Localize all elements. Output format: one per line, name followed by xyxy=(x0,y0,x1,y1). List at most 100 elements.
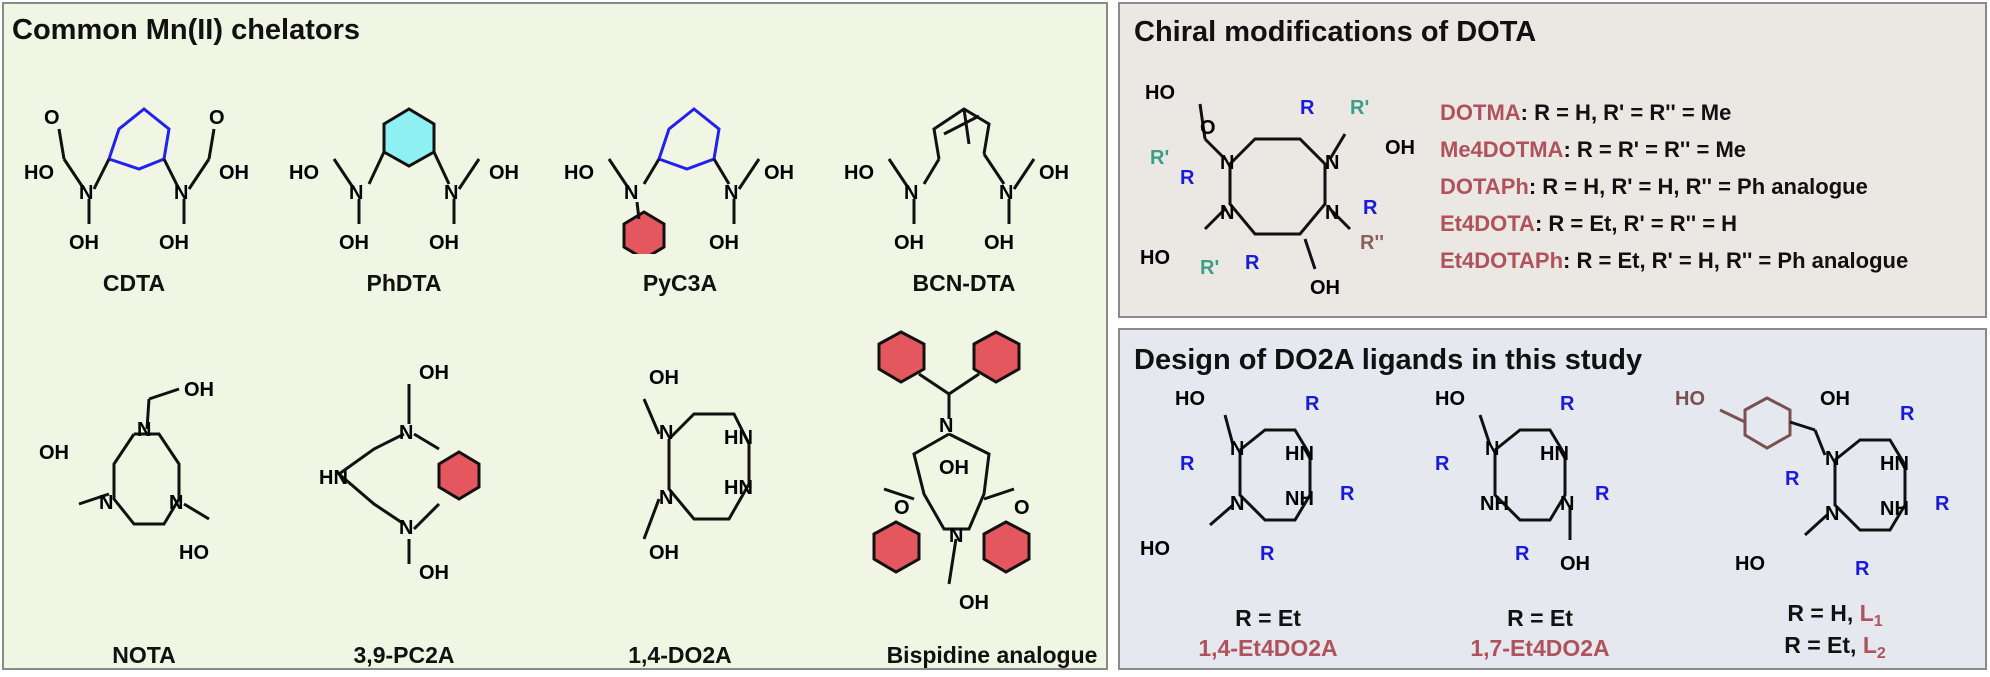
ligand-name: 1,7-Et4DO2A xyxy=(1470,635,1610,661)
o-atom: O xyxy=(209,107,225,129)
r-group: R xyxy=(1245,252,1260,274)
pyc3a-structure: N N HO OH OH xyxy=(564,107,794,254)
ho-label: HO xyxy=(564,162,594,184)
r-prime: R' xyxy=(1200,257,1219,279)
pyridine-ring xyxy=(622,210,666,254)
label-pc2a: 3,9-PC2A xyxy=(353,642,455,668)
hn-label: HN xyxy=(1540,443,1569,465)
definition-dotaph: DOTAPh: R = H, R' = H, R'' = Ph analogue xyxy=(1440,174,1868,200)
oh-label: OH xyxy=(1310,277,1340,299)
benzene-ring xyxy=(1743,396,1792,450)
n-atom: N xyxy=(624,182,638,204)
nh-label: NH xyxy=(1480,493,1509,515)
hn-label: HN xyxy=(724,477,753,499)
n-atom: N xyxy=(99,492,113,514)
o-atom: O xyxy=(1200,117,1216,139)
r-group: R xyxy=(1900,403,1915,425)
label-bispidine: Bispidine analogue xyxy=(886,642,1098,668)
r-group: R xyxy=(1300,97,1315,119)
oh-label: OH xyxy=(219,162,249,184)
oh-label: OH xyxy=(984,232,1014,254)
ho-label: HO xyxy=(1145,82,1175,104)
n-atom: N xyxy=(399,517,413,539)
n-atom: N xyxy=(1220,152,1234,174)
n-atom: N xyxy=(724,182,738,204)
pyridine-ring xyxy=(982,520,1031,574)
pc2a-structure: N N HN OH OH xyxy=(319,362,481,584)
n-atom: N xyxy=(169,492,183,514)
oh-label: OH xyxy=(419,562,449,584)
n-atom: N xyxy=(79,182,93,204)
def-text: : R = H, R' = H, R'' = Ph analogue xyxy=(1528,174,1868,199)
def-text: : R = R' = R'' = Me xyxy=(1563,137,1747,162)
oh-label: OH xyxy=(959,592,989,614)
do2a-structure: N N HN HN OH OH xyxy=(642,367,753,564)
r-group: R xyxy=(1340,483,1355,505)
r-group: R xyxy=(1180,167,1195,189)
definition-dotma: DOTMA: R = H, R' = R'' = Me xyxy=(1440,100,1731,126)
cdta-structure: N N HO OH O O OH OH xyxy=(24,107,249,254)
pyridine-ring xyxy=(972,330,1021,384)
panel-title: Chiral modifications of DOTA xyxy=(1134,16,1537,48)
label-bcn-dta: BCN-DTA xyxy=(912,270,1016,296)
ho-label: HO xyxy=(24,162,54,184)
definition-et4dotaph: Et4DOTAPh: R = Et, R' = H, R'' = Ph anal… xyxy=(1440,248,1908,274)
ligand-letter: L xyxy=(1859,600,1874,626)
hn-label: HN xyxy=(1285,443,1314,465)
dota-structure: N N N N HO O OH HO OH R R R R R' R' R' R… xyxy=(1140,82,1415,299)
dota-panel: Chiral modifications of DOTA N N N N HO … xyxy=(1118,2,1987,318)
def-name: DOTAPh xyxy=(1440,174,1529,199)
nota-structure: N N N OH OH HO xyxy=(39,379,214,564)
ho-label: HO xyxy=(179,542,209,564)
o-atom: O xyxy=(1014,497,1030,519)
oh-label: OH xyxy=(339,232,369,254)
do2a-design-panel: Design of DO2A ligands in this study N N… xyxy=(1118,328,1987,670)
n-atom: N xyxy=(1220,202,1234,224)
panel-title: Design of DO2A ligands in this study xyxy=(1134,344,1643,376)
r-group: R xyxy=(1595,483,1610,505)
definition-me4dotma: Me4DOTMA: R = R' = R'' = Me xyxy=(1440,137,1746,163)
definition-et4dota: Et4DOTA: R = Et, R' = R'' = H xyxy=(1440,211,1737,237)
def-name: Et4DOTAPh xyxy=(1440,248,1564,273)
ligand-subscript: 2 xyxy=(1876,645,1886,662)
ho-label: HO xyxy=(1675,388,1705,410)
oh-label: OH xyxy=(939,457,969,479)
oh-label: OH xyxy=(429,232,459,254)
def-text: : R = H, R' = R'' = Me xyxy=(1520,100,1732,125)
oh-label: OH xyxy=(649,542,679,564)
bispidine-structure: N OH N O O OH xyxy=(872,330,1031,614)
label-phdta: PhDTA xyxy=(366,270,442,296)
pyridine-ring xyxy=(872,520,921,574)
ligand-letter: L xyxy=(1862,632,1877,658)
r-group: R xyxy=(1515,543,1530,565)
n-atom: N xyxy=(399,422,413,444)
def-text: : R = Et, R' = H, R'' = Ph analogue xyxy=(1563,248,1909,273)
panel-title: Common Mn(II) chelators xyxy=(12,14,361,46)
ligand-1-7-et4do2a-structure: N N HN NH HO OH R R R R xyxy=(1435,388,1610,575)
pyridine-ring xyxy=(437,450,481,501)
oh-label: OH xyxy=(649,367,679,389)
n-atom: N xyxy=(659,487,673,509)
r-group: R xyxy=(1560,393,1575,415)
n-atom: N xyxy=(1825,503,1839,525)
n-atom: N xyxy=(904,182,918,204)
n-atom: N xyxy=(949,525,963,547)
n-atom: N xyxy=(939,415,953,437)
oh-label: OH xyxy=(1039,162,1069,184)
n-atom: N xyxy=(659,422,673,444)
r-definition: R = H, xyxy=(1787,600,1854,626)
n-atom: N xyxy=(444,182,458,204)
oh-label: OH xyxy=(489,162,519,184)
ho-label: HO xyxy=(1735,553,1765,575)
r-group: R xyxy=(1435,453,1450,475)
r-prime: R' xyxy=(1350,97,1369,119)
ho-label: HO xyxy=(1140,538,1170,560)
o-atom: O xyxy=(894,497,910,519)
n-atom: N xyxy=(1230,493,1244,515)
ligand-name: L2 xyxy=(1862,632,1886,662)
phdta-structure: N N HO OH OH OH xyxy=(289,107,519,254)
r-group: R xyxy=(1305,393,1320,415)
def-name: Me4DOTMA xyxy=(1440,137,1564,162)
hn-label: HN xyxy=(724,427,753,449)
oh-label: OH xyxy=(709,232,739,254)
